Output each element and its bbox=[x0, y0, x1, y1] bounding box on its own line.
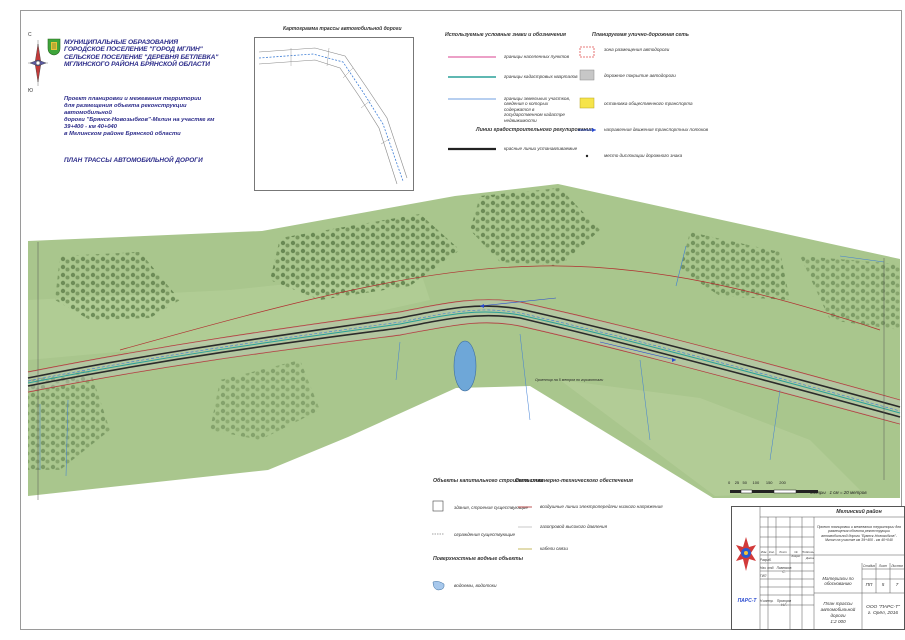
legend-item: кабели связи bbox=[540, 546, 568, 551]
municipality-line: ГОРОДСКОЕ ПОСЕЛЕНИЕ "ГОРОД МГЛИН" bbox=[64, 46, 203, 54]
stamp-name: Прохоров Н.Г. bbox=[776, 599, 792, 607]
project-line: дороги "Брянск-Новозыбков"-Мглин на учас… bbox=[64, 117, 215, 130]
forest bbox=[55, 252, 180, 320]
stamp-stage-value: 7 bbox=[895, 582, 899, 587]
legend-item: границы населенных пунктов bbox=[504, 54, 569, 59]
legend-engineering-title: Сети инженерно-технического обеспечения bbox=[515, 478, 633, 484]
project-line: для размещения объекта реконструкции авт… bbox=[64, 103, 187, 116]
legend-item: направления движения транспортных потоко… bbox=[604, 127, 709, 132]
svg-text:С: С bbox=[28, 32, 32, 38]
company-logo-icon bbox=[736, 537, 756, 571]
stamp-col-header: Изм. bbox=[760, 550, 768, 554]
project-line: в Мглинском районе Брянской области bbox=[64, 131, 181, 137]
scale-tick: 100 bbox=[752, 480, 760, 485]
inset-title: Картограмма трассы автомобильной дороги bbox=[283, 26, 402, 32]
stamp-role: ГИП bbox=[760, 574, 767, 578]
stamp-col-header: Подпись bbox=[802, 550, 814, 554]
legend-item: границы кадастровых кварталов bbox=[504, 74, 578, 79]
legend-item: дорожное покрытие автодороги bbox=[604, 73, 676, 78]
legend-planned-symbols bbox=[578, 46, 596, 158]
project-title: Проект планировки и межевания территории… bbox=[64, 96, 234, 138]
legend-item: здания, строения существующие bbox=[454, 505, 528, 510]
legend-conventional-symbols bbox=[448, 56, 496, 151]
legend-item: ограждения существующие bbox=[454, 532, 516, 537]
forest bbox=[680, 232, 790, 300]
svg-text:Ю: Ю bbox=[28, 88, 33, 94]
legend-item: место дислокации дорожного знака bbox=[604, 153, 683, 158]
stamp-col-header: Лист bbox=[779, 550, 787, 554]
stamp-region: Мглинский район bbox=[836, 509, 882, 515]
legend-subtitle: Линии градостроительного регулирования bbox=[476, 127, 593, 133]
legend-water-title: Поверхностные водные объекты bbox=[433, 556, 524, 562]
municipality-line: СЕЛЬСКОЕ ПОСЕЛЕНИЕ "ДЕРЕВНЯ БЕТЛЕВКА" bbox=[64, 53, 219, 61]
stamp-name: Павлюков С. bbox=[776, 566, 792, 574]
scale-tick: 150 bbox=[765, 480, 773, 485]
scale-tick: 25 bbox=[734, 480, 740, 485]
inset-map bbox=[254, 37, 414, 191]
plan-title: ПЛАН ТРАССЫ АВТОМОБИЛЬНОЙ ДОРОГИ bbox=[64, 157, 203, 164]
legend-item: границы земельных участков, сведения о к… bbox=[504, 96, 571, 123]
legend-item: воздушные линии электропередачи низкого … bbox=[540, 504, 663, 509]
company-logo-text: ПАРС-Т bbox=[737, 598, 757, 604]
legend-item: газопровод высокого давления bbox=[540, 524, 608, 529]
forest bbox=[800, 256, 900, 330]
legend-item: красные линии устанавливаемые bbox=[504, 146, 578, 151]
stamp-stage-value: ПП bbox=[865, 582, 873, 587]
legend-item: зона размещения автодороги bbox=[604, 47, 670, 52]
stamp-role: Нач. отд. bbox=[760, 566, 775, 570]
legend-item: водоемы, водотоки bbox=[454, 583, 497, 588]
forest bbox=[470, 188, 600, 266]
stamp-stage-value: 5 bbox=[881, 582, 885, 587]
coat-of-arms-icon bbox=[47, 38, 61, 56]
stamp-company: ООО "ПАРС-Т" г. Орёл, 2016 bbox=[866, 605, 900, 616]
scale-tick: 0 bbox=[728, 480, 731, 485]
legend-item: остановка общественного транспорта bbox=[604, 101, 693, 106]
title-block-grid bbox=[759, 507, 904, 629]
legend-planned-title: Планируемая улично-дорожная сеть bbox=[592, 32, 689, 38]
municipality-line: МУНИЦИПАЛЬНЫЕ ОБРАЗОВАНИЯ bbox=[64, 39, 178, 46]
scale-tick: 200 bbox=[779, 480, 786, 485]
project-line: Проект планировки и межевания территории bbox=[64, 96, 202, 102]
scale-bar bbox=[730, 489, 818, 494]
stamp-col-header: Кол. bbox=[769, 550, 775, 554]
scale-ticks: 0 25 50 100 150 200 bbox=[728, 480, 786, 485]
legend-buildings-title: Объекты капитального строительства bbox=[433, 478, 544, 484]
municipality-title: МУНИЦИПАЛЬНЫЕ ОБРАЗОВАНИЯ ГОРОДСКОЕ ПОСЕ… bbox=[64, 39, 218, 69]
stamp-material: Материалы по обоснованию bbox=[822, 576, 854, 586]
stamp-stage-header: Листов bbox=[891, 564, 903, 568]
title-block: ПАРС-Т Мглинский район Проект планировки… bbox=[731, 506, 905, 630]
water-icon bbox=[432, 581, 445, 591]
sheet-frame bbox=[20, 10, 902, 630]
stamp-col-header: Дата bbox=[806, 556, 814, 560]
field bbox=[560, 380, 860, 496]
stamp-stage-header: Лист bbox=[878, 564, 888, 568]
forest bbox=[28, 370, 110, 470]
stamp-col-header: № докум. bbox=[791, 550, 801, 558]
stamp-sheet-title: План трассы автомобильной дороги 1:2 000 bbox=[820, 601, 856, 624]
scale-tick: 50 bbox=[742, 480, 747, 485]
stamp-stage-header: Стадия bbox=[863, 564, 875, 568]
legend-engineering-symbols bbox=[518, 506, 532, 550]
map-label: Ориентир на 5 метров по горизонтали bbox=[535, 378, 604, 382]
stamp-project-name: Проект планировки и межевания территории… bbox=[816, 525, 902, 542]
municipality-line: МГЛИНСКОГО РАЙОНА БРЯНСКОЙ ОБЛАСТИ bbox=[64, 61, 210, 69]
compass-icon: С Ю bbox=[28, 32, 48, 94]
stamp-role: Н.контр. bbox=[760, 599, 774, 603]
forest bbox=[210, 360, 320, 440]
legend-buildings-symbols bbox=[432, 500, 444, 535]
scale-label: Метры 1 см = 20 метров bbox=[810, 490, 867, 495]
legend-conventional-title: Используемые условные знаки и обозначени… bbox=[445, 32, 566, 38]
pond bbox=[453, 340, 477, 392]
stamp-role: Разраб. bbox=[760, 558, 772, 562]
